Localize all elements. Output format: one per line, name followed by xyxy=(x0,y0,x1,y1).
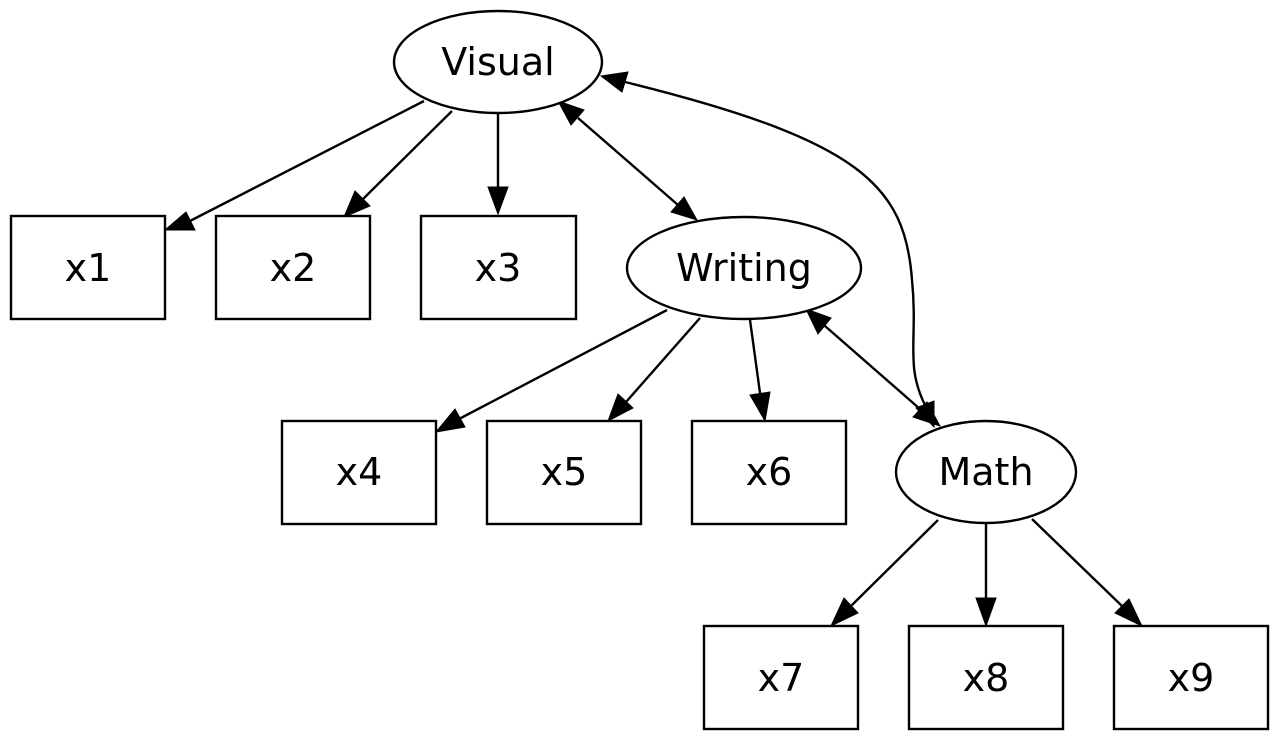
node-x3: x3 xyxy=(419,214,578,321)
node-x8-label: x8 xyxy=(963,656,1010,700)
edge-visual-x1 xyxy=(187,99,425,224)
node-x6-label: x6 xyxy=(746,450,793,494)
latent-factor-nodes: Visual Writing Math xyxy=(392,9,1078,525)
edge-math-x9-arrowhead xyxy=(1114,598,1144,628)
covariance-visual-math-arrowhead-end xyxy=(915,400,935,429)
node-x2-label: x2 xyxy=(270,246,317,290)
node-x2: x2 xyxy=(214,214,372,321)
node-visual-label: Visual xyxy=(441,40,554,84)
node-x1: x1 xyxy=(9,214,167,321)
node-x4: x4 xyxy=(280,419,438,526)
edge-math-x7 xyxy=(850,519,939,607)
node-x5: x5 xyxy=(485,419,643,526)
edge-writing-x5-arrowhead xyxy=(607,393,634,423)
loading-edges xyxy=(163,99,1144,628)
node-x6: x6 xyxy=(690,419,848,526)
covariance-edges xyxy=(556,71,942,429)
node-visual: Visual xyxy=(392,9,604,115)
node-x5-label: x5 xyxy=(541,450,588,494)
covariance-writing-math-arrowhead-start xyxy=(805,308,832,335)
edge-math-x9 xyxy=(1031,518,1123,607)
node-x7-label: x7 xyxy=(758,656,805,700)
indicator-nodes: x1 x2 x3 x4 x5 x6 x7 x8 xyxy=(9,214,1270,731)
covariance-visual-writing-arrowhead-end xyxy=(670,196,699,221)
node-math: Math xyxy=(894,419,1078,525)
covariance-visual-math xyxy=(624,80,927,406)
edge-visual-x2-arrowhead xyxy=(343,190,371,218)
edge-math-x7-arrowhead xyxy=(829,597,859,628)
node-x4-label: x4 xyxy=(336,450,383,494)
node-x9-label: x9 xyxy=(1168,656,1215,700)
edge-writing-x5 xyxy=(625,317,701,403)
edge-writing-x4-arrowhead xyxy=(434,408,466,433)
edge-math-x8-arrowhead xyxy=(975,597,997,628)
node-math-label: Math xyxy=(938,450,1033,494)
edge-visual-x2 xyxy=(361,110,453,201)
node-x8: x8 xyxy=(907,624,1065,731)
covariance-writing-math xyxy=(824,325,921,410)
node-x1-label: x1 xyxy=(65,246,112,290)
edge-visual-x1-arrowhead xyxy=(163,211,196,231)
node-writing-label: Writing xyxy=(676,246,812,290)
edge-writing-x6-arrowhead xyxy=(749,391,771,423)
node-x9: x9 xyxy=(1112,624,1270,731)
covariance-visual-writing-arrowhead-start xyxy=(556,100,585,126)
covariance-visual-writing xyxy=(577,117,679,206)
node-writing: Writing xyxy=(625,215,863,321)
node-x3-label: x3 xyxy=(475,246,522,290)
edge-writing-x6 xyxy=(748,319,762,394)
edge-visual-x3-arrowhead xyxy=(487,186,509,216)
node-x7: x7 xyxy=(702,624,860,731)
edge-writing-x4 xyxy=(458,308,668,421)
covariance-visual-math-arrowhead-start xyxy=(599,71,629,93)
